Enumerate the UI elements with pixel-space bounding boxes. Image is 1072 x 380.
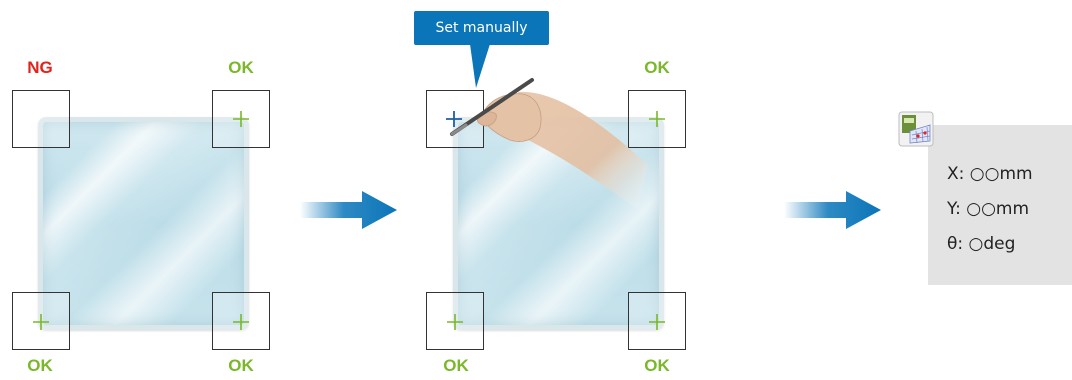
result-x: X: ○○mm xyxy=(947,164,1033,184)
crosshair-icon xyxy=(231,109,251,129)
label-bottom-right-ok: OK xyxy=(627,356,687,376)
detection-box-bottom-right xyxy=(628,292,686,350)
calibration-app-icon xyxy=(898,111,934,147)
detection-box-bottom-left xyxy=(426,292,484,350)
detection-box-bottom-right xyxy=(212,292,270,350)
detection-box-top-left xyxy=(12,90,70,148)
detection-box-top-right xyxy=(212,90,270,148)
label-top-right-ok: OK xyxy=(211,58,271,78)
label-bottom-left-ok: OK xyxy=(426,356,486,376)
crosshair-icon xyxy=(647,312,667,332)
arrow-right-icon xyxy=(784,189,884,231)
arrow-right-icon xyxy=(300,189,400,231)
set-manually-callout: Set manually xyxy=(414,11,549,45)
hand-with-stylus-illustration xyxy=(448,70,658,220)
result-theta: θ: ○deg xyxy=(947,234,1015,254)
result-y: Y: ○○mm xyxy=(947,199,1029,219)
crosshair-icon xyxy=(445,312,465,332)
crosshair-icon xyxy=(231,312,251,332)
label-top-left-ng: NG xyxy=(10,58,70,78)
label-bottom-left-ok: OK xyxy=(10,356,70,376)
crosshair-icon xyxy=(31,312,51,332)
label-bottom-right-ok: OK xyxy=(211,356,271,376)
detection-box-bottom-left xyxy=(12,292,70,350)
